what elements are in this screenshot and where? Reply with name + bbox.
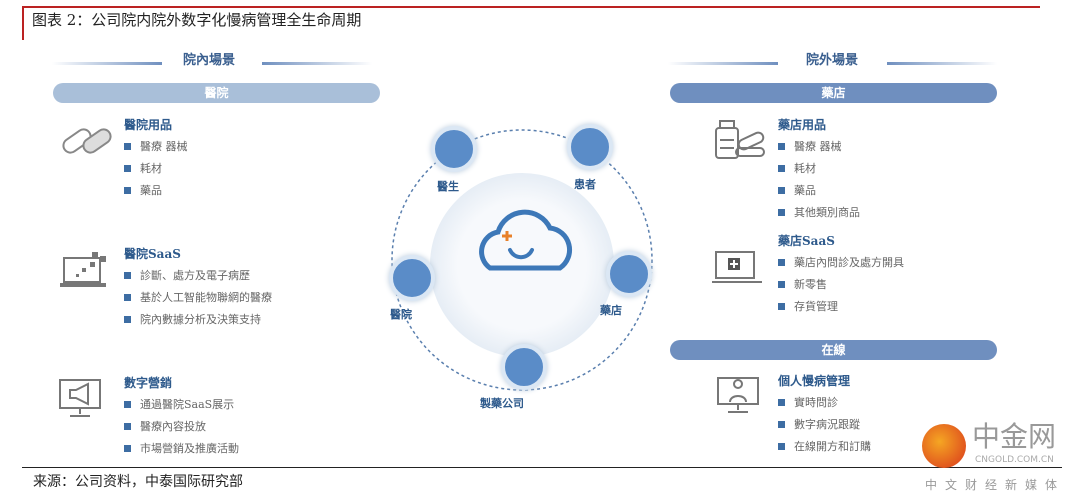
- laptop-data-icon: [60, 252, 106, 287]
- watermark-url: CNGOLD.COM.CN: [975, 455, 1054, 465]
- title-border: [22, 6, 1040, 8]
- list-item: 醫療內容投放: [124, 416, 239, 438]
- section-pharmacy-supplies: 藥店用品 醫療 器械 耗材 藥品 其他類別商品: [778, 118, 860, 224]
- section-chronic-management: 個人慢病管理 實時問診 數字病況跟蹤 在線開方和訂購: [778, 374, 871, 458]
- list-item: 耗材: [778, 158, 860, 180]
- laptop-medical-icon: [712, 251, 762, 283]
- list-item: 藥品: [124, 180, 188, 202]
- hospital-node-icon: [389, 255, 435, 301]
- cloud-smile-icon: [479, 209, 572, 271]
- list-item: 市場營銷及推廣活動: [124, 438, 239, 460]
- node-label: 患者: [574, 178, 596, 191]
- figure-title: 图表 2：公司院内院外数字化慢病管理全生命周期: [32, 11, 362, 29]
- list-item: 藥店內問診及處方開具: [778, 252, 904, 274]
- medicine-bottle-icon: [715, 120, 765, 159]
- list-item: 新零售: [778, 274, 904, 296]
- footer-divider: [22, 467, 1062, 468]
- left-scene-title: 院內場景: [183, 53, 236, 68]
- watermark-name: 中金网: [972, 420, 1057, 453]
- section-pharmacy-saas: 藥店SaaS 藥店內問診及處方開具 新零售 存貨管理: [778, 234, 904, 318]
- pharma-node-icon: [501, 344, 547, 390]
- list-item: 實時問診: [778, 392, 871, 414]
- list-item: 院內數據分析及決策支持: [124, 309, 272, 331]
- list-item: 藥品: [778, 180, 860, 202]
- bandage-icon: [62, 128, 112, 154]
- section-heading: 數字營銷: [124, 376, 173, 390]
- section-heading: 醫院用品: [124, 118, 173, 132]
- list-item: 存貨管理: [778, 296, 904, 318]
- node-label: 醫院: [390, 308, 412, 321]
- divider: [668, 62, 778, 65]
- divider: [887, 62, 997, 65]
- section-heading: 個人慢病管理: [778, 374, 851, 388]
- list-item: 診斷、處方及電子病歷: [124, 265, 272, 287]
- node-label: 製藥公司: [480, 397, 524, 410]
- cngold-logo-icon: [922, 424, 966, 468]
- list-item: 醫療 器械: [124, 136, 188, 158]
- source-note: 来源：公司资料，中泰国际研究部: [33, 474, 243, 490]
- doctor-monitor-icon: [717, 377, 759, 413]
- list-item: 在線開方和訂購: [778, 436, 871, 458]
- megaphone-monitor-icon: [59, 379, 101, 417]
- node-label: 醫生: [437, 180, 459, 193]
- list-item: 通過醫院SaaS展示: [124, 394, 239, 416]
- list-item: 其他類別商品: [778, 202, 860, 224]
- section-heading: 藥店用品: [778, 118, 827, 132]
- node-label: 藥店: [600, 304, 622, 317]
- patient-node-icon: [567, 124, 613, 170]
- pharmacy-node-icon: [606, 251, 652, 297]
- online-pill: 在線: [670, 340, 997, 360]
- list-item: 基於人工智能物聯網的醫療: [124, 287, 272, 309]
- section-hospital-saas: 醫院SaaS 診斷、處方及電子病歷 基於人工智能物聯網的醫療 院內數據分析及決策…: [124, 247, 272, 331]
- hospital-pill: 醫院: [53, 83, 380, 103]
- list-item: 耗材: [124, 158, 188, 180]
- lifecycle-ring: [391, 129, 653, 391]
- list-item: 醫療 器械: [778, 136, 860, 158]
- watermark-tagline: 中文财经新媒体: [925, 478, 1066, 492]
- title-accent: [22, 6, 24, 40]
- divider: [52, 62, 162, 65]
- section-digital-marketing: 數字營銷 通過醫院SaaS展示 醫療內容投放 市場營銷及推廣活動: [124, 376, 239, 460]
- divider: [262, 62, 372, 65]
- section-heading: 醫院SaaS: [124, 247, 181, 261]
- pharmacy-pill: 藥店: [670, 83, 997, 103]
- section-hospital-supplies: 醫院用品 醫療 器械 耗材 藥品: [124, 118, 188, 202]
- section-heading: 藥店SaaS: [778, 234, 835, 248]
- doctor-node-icon: [431, 126, 477, 172]
- list-item: 數字病況跟蹤: [778, 414, 871, 436]
- right-scene-title: 院外場景: [806, 53, 859, 68]
